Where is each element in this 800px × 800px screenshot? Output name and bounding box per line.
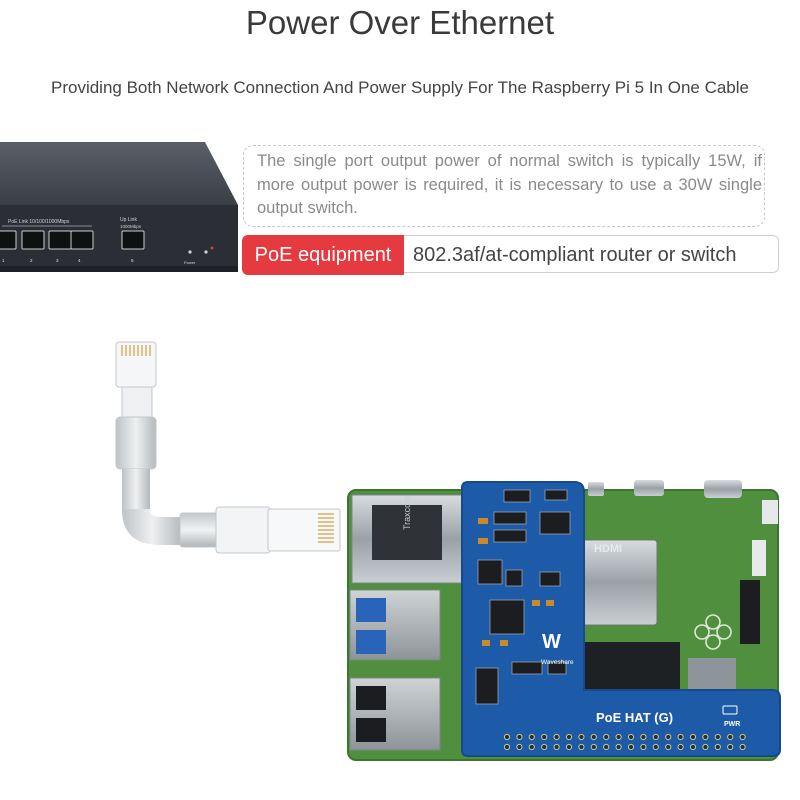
network-switch: PoE Link 10/100/1000Mbps 1 2 3 4 5 Up Li… — [0, 142, 238, 272]
uplink-label: Up Link — [120, 217, 137, 223]
gpio-header — [503, 733, 746, 751]
gpio-pin — [665, 733, 672, 741]
gpio-pin — [528, 733, 535, 741]
gpio-pin — [702, 743, 709, 751]
page-title: Power Over Ethernet — [245, 4, 555, 41]
gpio-pin — [565, 733, 573, 741]
port-number-1: 1 — [2, 258, 5, 263]
hat-pwr-label: PWR — [724, 721, 740, 728]
gpio-pin — [541, 733, 548, 741]
transformer-label: Traxcom — [402, 495, 412, 530]
gpio-pin — [739, 743, 746, 751]
hdmi-label: HDMI — [594, 543, 622, 555]
raspberry-logo-icon — [694, 614, 732, 650]
gpio-pin — [541, 743, 548, 751]
gpio-pin — [503, 743, 511, 751]
ethernet-cable — [115, 341, 341, 554]
hat-brand: Waveshare — [541, 659, 574, 666]
gpio-pin — [652, 743, 659, 751]
gpio-pin — [640, 743, 647, 751]
gpio-pin — [578, 743, 585, 751]
gpio-pin — [727, 733, 734, 741]
gpio-pin — [665, 743, 672, 751]
switch-power-note: The single port output power of normal s… — [257, 152, 762, 217]
poe-equipment-description: 802.3af/at-compliant router or switch — [404, 235, 779, 273]
gpio-pin — [689, 733, 697, 741]
note-box — [243, 145, 765, 227]
port-number-2: 2 — [30, 258, 33, 263]
gpio-pin — [516, 743, 523, 751]
gpio-pin — [627, 733, 635, 741]
gpio-pin — [677, 743, 684, 751]
gpio-pin — [590, 743, 597, 751]
gpio-pin — [640, 733, 647, 741]
gpio-pin — [615, 733, 622, 741]
waveshare-logo-icon: W — [542, 631, 561, 653]
gpio-pin — [553, 743, 560, 751]
page-subtitle: Providing Both Network Connection And Po… — [51, 78, 749, 97]
svg-text:W: W — [542, 631, 561, 653]
gpio-pin — [727, 743, 734, 751]
port-number-4: 4 — [78, 258, 81, 263]
gpio-pin — [739, 733, 746, 741]
uplink-speed: 1000Mbps — [120, 224, 142, 229]
gpio-pin — [553, 733, 560, 741]
gpio-pin — [565, 743, 573, 751]
port-number-5: 5 — [131, 258, 134, 263]
gpio-pin — [590, 733, 597, 741]
poe-equipment-label: PoE equipment — [242, 235, 404, 275]
switch-port-group-label: PoE Link 10/100/1000Mbps — [8, 219, 70, 225]
port-number-3: 3 — [56, 258, 59, 263]
poe-hat-board: W Waveshare PoE HAT (G) PWR — [461, 481, 781, 757]
gpio-pin — [578, 733, 585, 741]
gpio-pin — [714, 743, 721, 751]
gpio-pin — [603, 743, 610, 751]
gpio-pin — [702, 733, 709, 741]
hat-name: PoE HAT (G) — [596, 710, 673, 725]
gpio-pin — [652, 733, 659, 741]
switch-power-label: Power — [184, 260, 196, 265]
gpio-pin — [516, 733, 523, 741]
gpio-pin — [528, 743, 535, 751]
gpio-pin — [615, 743, 622, 751]
gpio-pin — [603, 733, 610, 741]
gpio-pin — [689, 743, 697, 751]
gpio-pin — [714, 733, 721, 741]
gpio-pin — [627, 743, 635, 751]
gpio-pin — [677, 733, 684, 741]
gpio-pin — [503, 733, 511, 741]
